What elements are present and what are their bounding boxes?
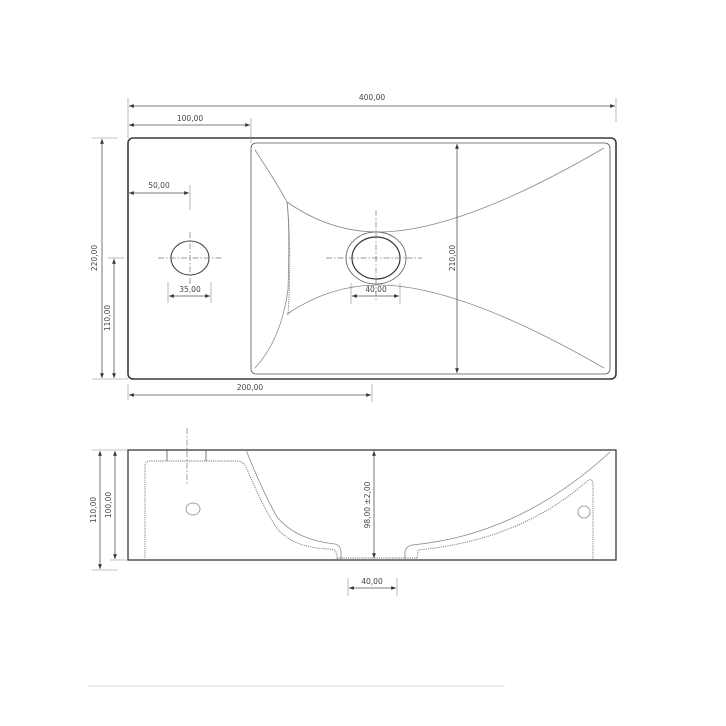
side-outline (127, 449, 617, 561)
dim-overall-height: 110,00 (89, 497, 98, 523)
dim-bowl-depth: 210,00 (448, 245, 457, 271)
dim-drain-width: 40,00 (361, 577, 383, 586)
overflow-hole-right (577, 505, 591, 519)
left-chamber-hidden (144, 460, 338, 560)
overflow-hole-left (185, 502, 201, 516)
bowl-left-hidden-curve (286, 201, 291, 316)
bowl-outline (250, 142, 611, 375)
dim-drain-diameter: 40,00 (365, 285, 387, 294)
dim-overall-depth: 220,00 (90, 245, 99, 271)
right-chamber-hidden (416, 479, 594, 561)
dim-deck-width: 100,00 (177, 114, 203, 123)
dim-tap-hole-offset: 50,00 (148, 181, 170, 190)
top-view: 400,00 100,00 220,00 110,00 50,00 35,00 … (90, 93, 617, 402)
side-view: 98,00 ±2,00 110,00 100,00 40,00 (89, 428, 617, 596)
basin-outline (127, 137, 617, 380)
dim-bowl-depth-tolerance: 98,00 ±2,00 (363, 481, 372, 528)
dim-tap-hole-height: 110,00 (103, 305, 112, 331)
dim-inner-height: 100,00 (104, 492, 113, 518)
bowl-left-curve (254, 149, 290, 369)
bowl-upper-curve (286, 147, 605, 233)
bowl-lower-curve (286, 284, 605, 369)
dim-overall-width: 400,00 (359, 93, 385, 102)
bowl-wall-left (245, 449, 342, 560)
dim-drain-offset: 200,00 (237, 383, 263, 392)
bowl-wall-right (404, 451, 611, 560)
dim-tap-hole-diameter: 35,00 (179, 285, 201, 294)
